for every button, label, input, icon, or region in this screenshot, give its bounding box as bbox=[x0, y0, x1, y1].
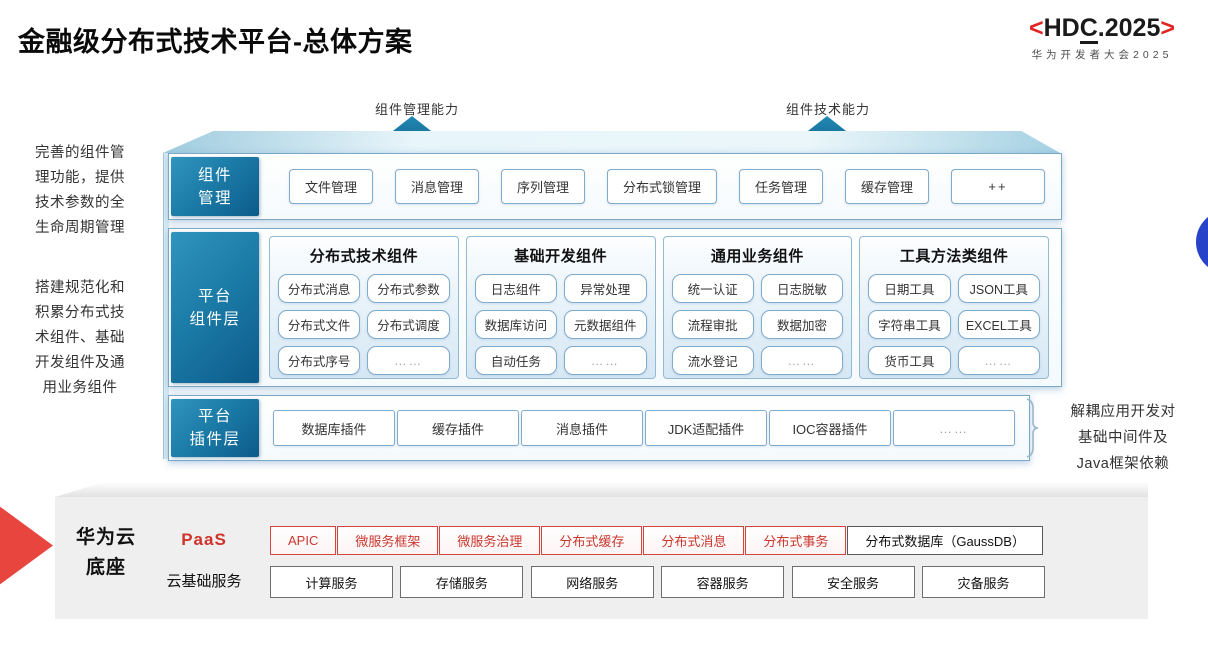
hdc-logo: <HDC.2025> 华为开发者大会2025 bbox=[1002, 14, 1202, 62]
hdc-logo-subtitle: 华为开发者大会2025 bbox=[1031, 49, 1173, 62]
foundation-title: 华为云 底座 bbox=[75, 527, 136, 578]
column-basic-dev: 基础开发组件 日志组件 异常处理 数据库访问 元数据组件 自动任务 …… bbox=[465, 236, 656, 379]
chip-message-plugin: 消息插件 bbox=[521, 410, 643, 446]
chip-journal-register: 流水登记 bbox=[671, 346, 754, 375]
foundation-top-bevel bbox=[55, 483, 1148, 497]
note-platform-components: 搭建规范化和积累分布式技术组件、基础开发组件及通用业务组件 bbox=[35, 280, 125, 396]
chip-distributed-message-paas: 分布式消息 bbox=[643, 526, 745, 555]
chip-log-component: 日志组件 bbox=[474, 274, 558, 303]
chip-distributed-cache: 分布式缓存 bbox=[541, 526, 643, 555]
capability-label-technical: 组件技术能力 bbox=[785, 102, 870, 117]
chip-security-service: 安全服务 bbox=[791, 566, 915, 598]
chip-plus-plus: ++ bbox=[951, 169, 1045, 204]
chip-distributed-file: 分布式文件 bbox=[278, 310, 361, 339]
hdc-pre: HD bbox=[1043, 14, 1080, 42]
chip-database-access: 数据库访问 bbox=[474, 310, 558, 339]
chip-network-service: 网络服务 bbox=[530, 566, 654, 598]
red-pointer-icon bbox=[0, 506, 53, 585]
layer-component-management: 组件 管理 文件管理 消息管理 序列管理 分布式锁管理 任务管理 缓存管理 ++ bbox=[168, 153, 1062, 220]
chip-string-tool: 字符串工具 bbox=[868, 310, 951, 339]
cloud-lane-label: 云基础服务 bbox=[166, 573, 242, 590]
blue-circle-decoration bbox=[1196, 210, 1208, 274]
chip-compute-service: 计算服务 bbox=[270, 566, 393, 598]
chip-apic: APIC bbox=[270, 526, 337, 555]
chip-ioc-container-plugin: IOC容器插件 bbox=[769, 410, 891, 446]
layer-platform-components: 平台 组件层 分布式技术组件 分布式消息 分布式参数 分布式文件 分布式调度 分… bbox=[168, 228, 1062, 387]
layer-label-platform-components: 平台 组件层 bbox=[171, 232, 259, 383]
chip-exception-handling: 异常处理 bbox=[564, 274, 647, 303]
chip-jdk-adapter-plugin: JDK适配插件 bbox=[645, 410, 767, 446]
chip-cache-plugin: 缓存插件 bbox=[397, 410, 519, 446]
hdc-right-bracket: > bbox=[1160, 14, 1175, 42]
platform-component-columns: 分布式技术组件 分布式消息 分布式参数 分布式文件 分布式调度 分布式序号 ……… bbox=[269, 236, 1049, 379]
chip-message-management: 消息管理 bbox=[395, 169, 480, 204]
column-utility-tools: 工具方法类组件 日期工具 JSON工具 字符串工具 EXCEL工具 货币工具 …… bbox=[859, 236, 1049, 379]
platform-slab-left-edge bbox=[163, 153, 169, 459]
layer-label-component-management: 组件 管理 bbox=[171, 157, 259, 216]
chip-ellipsis: …… bbox=[760, 346, 844, 375]
hdc-post: .2025 bbox=[1097, 14, 1161, 42]
chip-distributed-lock-management: 分布式锁管理 bbox=[607, 169, 718, 204]
column-distributed-tech: 分布式技术组件 分布式消息 分布式参数 分布式文件 分布式调度 分布式序号 …… bbox=[269, 236, 459, 379]
chip-disaster-recovery-service: 灾备服务 bbox=[921, 566, 1045, 598]
chip-ellipsis: …… bbox=[367, 346, 450, 375]
chip-json-tool: JSON工具 bbox=[957, 274, 1040, 303]
platform-slab-top-face bbox=[163, 131, 1060, 153]
chip-distributed-scheduling: 分布式调度 bbox=[367, 310, 450, 339]
chip-process-approval: 流程审批 bbox=[671, 310, 754, 339]
layer-label-platform-plugins: 平台 插件层 bbox=[171, 399, 259, 457]
component-management-items: 文件管理 消息管理 序列管理 分布式锁管理 任务管理 缓存管理 ++ bbox=[289, 154, 1045, 219]
huawei-cloud-foundation: 华为云 底座 PaaS 云基础服务 APIC 微服务框架 微服务治理 分布式缓存… bbox=[55, 497, 1148, 619]
chip-distributed-message: 分布式消息 bbox=[278, 274, 361, 303]
capability-label-management: 组件管理能力 bbox=[374, 102, 459, 117]
chip-distributed-serial: 分布式序号 bbox=[278, 346, 361, 375]
chip-cache-management: 缓存管理 bbox=[845, 169, 930, 204]
platform-plugin-items: 数据库插件 缓存插件 消息插件 JDK适配插件 IOC容器插件 …… bbox=[273, 396, 1015, 460]
chip-storage-service: 存储服务 bbox=[400, 566, 524, 598]
chip-ellipsis: …… bbox=[957, 346, 1040, 375]
chip-ellipsis: …… bbox=[893, 410, 1015, 446]
chip-microservice-governance: 微服务治理 bbox=[439, 526, 541, 555]
paas-services: APIC 微服务框架 微服务治理 分布式缓存 分布式消息 分布式事务 分布式数据… bbox=[270, 526, 1043, 555]
chip-auto-task: 自动任务 bbox=[474, 346, 558, 375]
chip-excel-tool: EXCEL工具 bbox=[957, 310, 1040, 339]
note-decoupling: 解耦应用开发对 基础中间件及 Java框架依赖 bbox=[1070, 404, 1176, 472]
hdc-left-bracket: < bbox=[1029, 14, 1044, 42]
chip-sequence-management: 序列管理 bbox=[501, 169, 586, 204]
chip-ellipsis: …… bbox=[564, 346, 647, 375]
hdc-logo-text: <HDC.2025> bbox=[1002, 14, 1202, 45]
chip-microservice-framework: 微服务框架 bbox=[337, 526, 439, 555]
chip-log-masking: 日志脱敏 bbox=[760, 274, 844, 303]
paas-lane-label: PaaS bbox=[181, 530, 227, 549]
chip-currency-tool: 货币工具 bbox=[868, 346, 951, 375]
chip-unified-auth: 统一认证 bbox=[671, 274, 754, 303]
chip-date-tool: 日期工具 bbox=[868, 274, 951, 303]
chip-file-management: 文件管理 bbox=[289, 169, 374, 204]
chip-metadata-component: 元数据组件 bbox=[564, 310, 647, 339]
chip-distributed-parameter: 分布式参数 bbox=[367, 274, 450, 303]
chip-data-encryption: 数据加密 bbox=[760, 310, 844, 339]
layer-platform-plugins: 平台 插件层 数据库插件 缓存插件 消息插件 JDK适配插件 IOC容器插件 …… bbox=[168, 395, 1030, 461]
brace-icon bbox=[1026, 398, 1039, 458]
chip-container-service: 容器服务 bbox=[661, 566, 785, 598]
hdc-underlined-c: C bbox=[1079, 15, 1098, 45]
chip-task-management: 任务管理 bbox=[739, 169, 824, 204]
chip-database-plugin: 数据库插件 bbox=[273, 410, 395, 446]
cloud-base-services: 计算服务 存储服务 网络服务 容器服务 安全服务 灾备服务 bbox=[270, 566, 1045, 598]
chip-distributed-transaction: 分布式事务 bbox=[745, 526, 847, 555]
page-title: 金融级分布式技术平台-总体方案 bbox=[18, 27, 413, 57]
note-component-management: 完善的组件管理功能，提供技术参数的全生命周期管理 bbox=[35, 145, 125, 236]
column-common-business: 通用业务组件 统一认证 日志脱敏 流程审批 数据加密 流水登记 …… bbox=[662, 236, 853, 379]
chip-gaussdb: 分布式数据库（GaussDB） bbox=[847, 526, 1043, 555]
